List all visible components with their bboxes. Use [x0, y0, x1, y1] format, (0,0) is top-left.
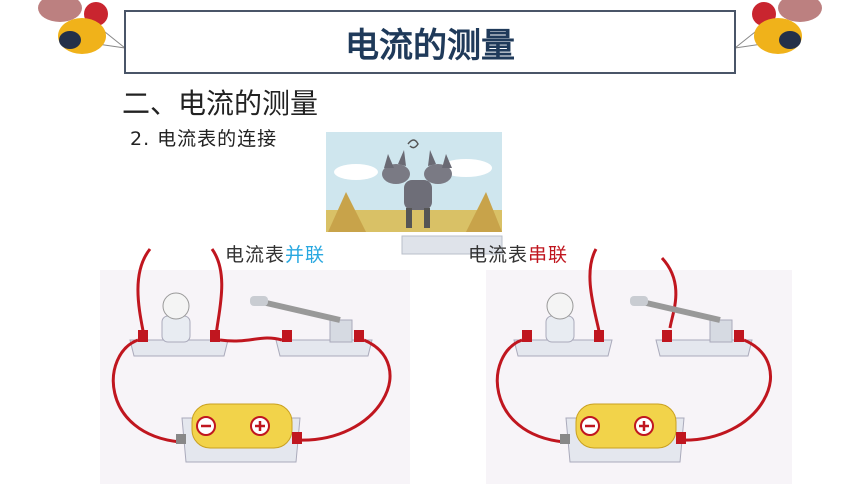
parallel-caption-highlight: 并联 — [285, 244, 326, 266]
title-banner: 电流的测量 — [124, 10, 736, 74]
balloon-decoration-right — [734, 0, 822, 54]
switch-icon — [250, 296, 373, 357]
battery-icon — [176, 403, 302, 463]
battery-icon — [560, 403, 686, 463]
slide-title: 电流的测量 — [345, 25, 515, 66]
series-caption-highlight: 串联 — [528, 244, 569, 266]
series-circuit — [495, 248, 772, 463]
section-subheading: 2. 电流表的连接 — [130, 128, 278, 150]
parallel-caption-prefix: 电流表 — [225, 244, 286, 266]
parallel-caption: 电流表并联 — [225, 240, 325, 267]
parallel-circuit — [111, 248, 392, 463]
series-caption: 电流表串联 — [468, 240, 568, 267]
section-heading: 二、电流的测量 — [122, 87, 319, 120]
switch-icon — [630, 296, 753, 357]
donkey-illustration-icon — [326, 132, 503, 255]
balloon-decoration-left — [38, 0, 126, 54]
series-caption-prefix: 电流表 — [468, 244, 529, 266]
bulb-icon — [129, 292, 229, 357]
bulb-icon — [513, 292, 613, 357]
